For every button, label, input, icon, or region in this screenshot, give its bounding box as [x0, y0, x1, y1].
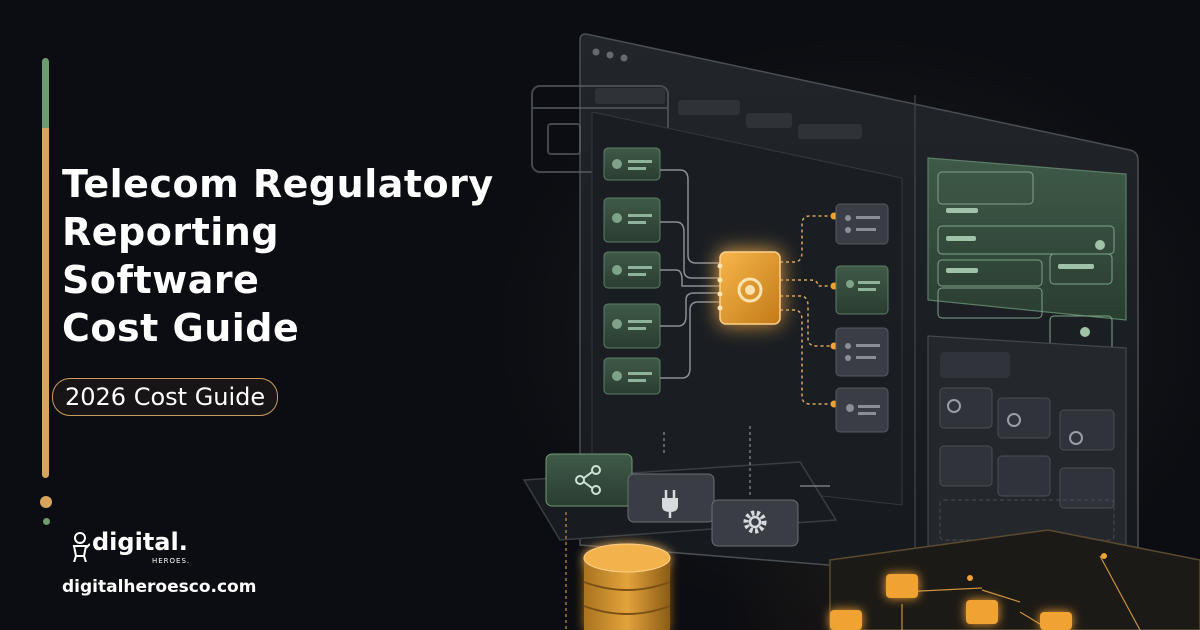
- title-line-4: Cost Guide: [62, 306, 300, 350]
- gear-icon: [711, 499, 799, 547]
- title-line-1: Telecom Regulatory: [62, 162, 494, 206]
- database-icon: [583, 543, 671, 630]
- accent-bar: [42, 58, 49, 478]
- decor-dot-green: [43, 518, 50, 525]
- decor-dot-amber: [40, 496, 52, 508]
- hero-mascot-icon: [72, 532, 90, 562]
- title-line-2: Reporting: [62, 210, 280, 254]
- dashboard-illustration: [522, 33, 1200, 630]
- page-title: Telecom Regulatory Reporting Software Co…: [62, 160, 494, 352]
- brand-tagline: HEROES.: [152, 557, 191, 565]
- output-nodes: [835, 203, 889, 433]
- website-url: digitalheroesco.com: [62, 577, 257, 597]
- brand-name: digital.: [92, 528, 188, 556]
- subtitle-badge: 2026 Cost Guide: [52, 378, 279, 416]
- plug-icon: [627, 473, 715, 523]
- chip-icon: [717, 251, 781, 325]
- input-nodes: [603, 147, 661, 395]
- title-line-3: Software: [62, 258, 260, 302]
- share-icon: [545, 453, 633, 507]
- brand-logo: digital. HEROES.: [70, 528, 200, 572]
